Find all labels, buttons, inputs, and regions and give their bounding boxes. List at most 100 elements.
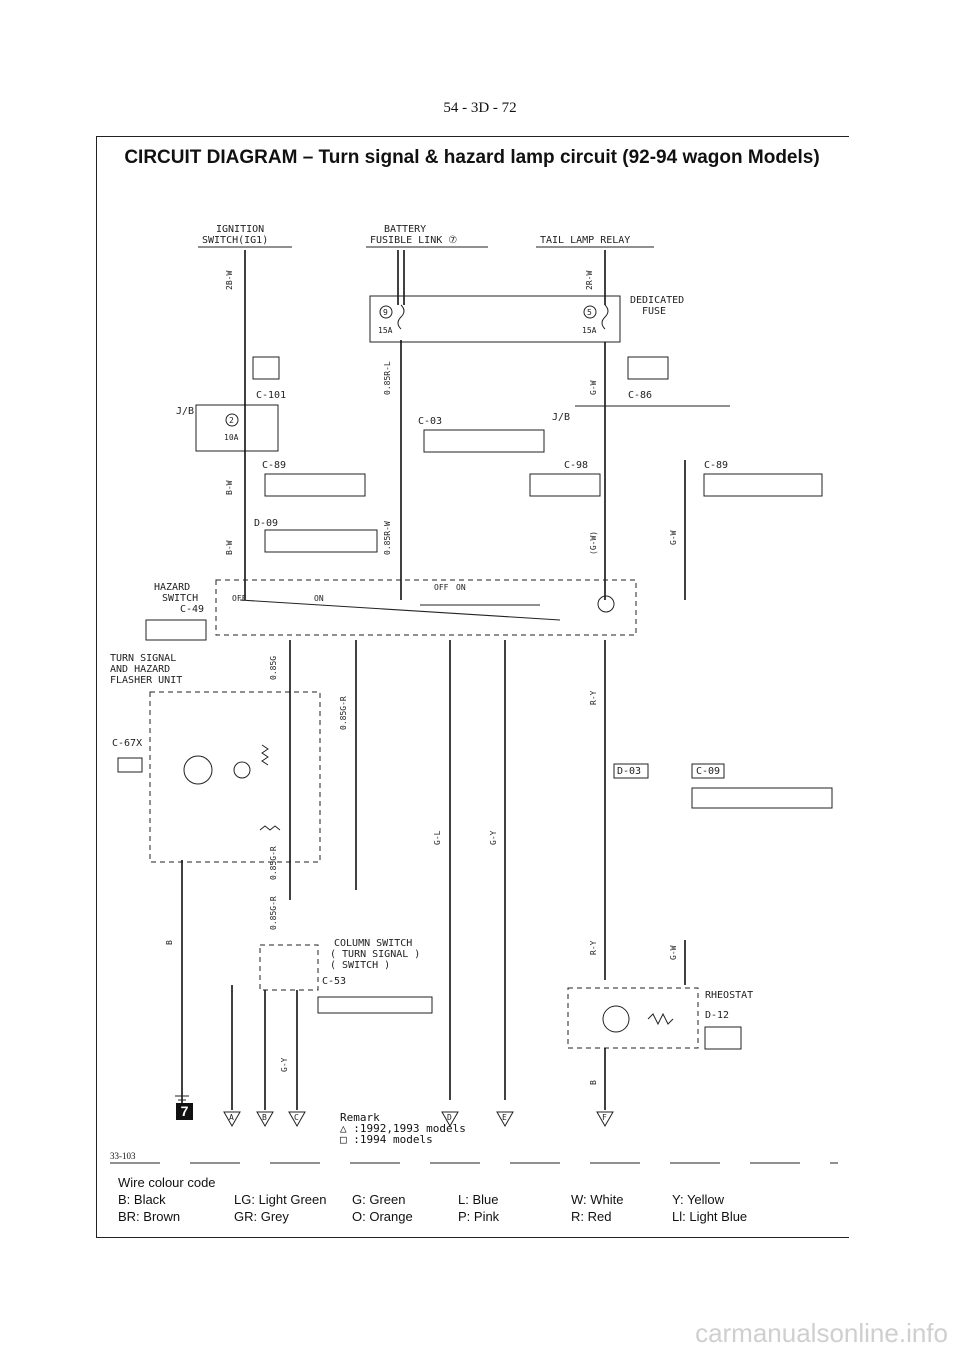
legend-entry: L: Blue bbox=[458, 1192, 499, 1207]
diagram-frame bbox=[96, 136, 849, 1238]
jb-right-label: J/B bbox=[552, 412, 570, 423]
ignition-label-line1: IGNITION bbox=[216, 224, 264, 235]
legend-entry: BR: Brown bbox=[118, 1209, 181, 1224]
fuse-9-rating: 15A bbox=[378, 326, 393, 335]
connector-c89-right: C-89 bbox=[704, 460, 728, 471]
terminal-b: B bbox=[256, 1111, 274, 1128]
terminal-c-label: C bbox=[294, 1113, 299, 1122]
hazard-switch-line1: HAZARD bbox=[154, 582, 190, 593]
terminal-f: F bbox=[596, 1111, 614, 1128]
connector-c53: C-53 bbox=[322, 976, 346, 987]
legend-grid: B: Black LG: Light Green G: Green L: Blu… bbox=[118, 1191, 838, 1225]
hazard-switch-line2: SWITCH bbox=[162, 593, 198, 604]
watermark: carmanualsonline.info bbox=[695, 1318, 948, 1348]
remark-line-2: □ :1994 models bbox=[340, 1133, 433, 1146]
battery-label-line1: BATTERY bbox=[384, 224, 426, 235]
wire-g-w-upper: G-W bbox=[589, 380, 598, 395]
remark-label: Remark bbox=[340, 1111, 380, 1124]
terminal-a: A bbox=[223, 1111, 241, 1128]
wire-0-85r-l: 0.85R-L bbox=[383, 361, 392, 395]
ignition-label-line2: SWITCH(IG1) bbox=[202, 235, 268, 246]
wire-g-w-paren: (G-W) bbox=[589, 531, 598, 555]
page-badge: 7 bbox=[176, 1103, 193, 1120]
legend-entry: Ll: Light Blue bbox=[672, 1209, 748, 1224]
flasher-line1: TURN SIGNAL bbox=[110, 653, 176, 664]
legend-entry: R: Red bbox=[571, 1209, 612, 1224]
rheostat-line1: RHEOSTAT bbox=[705, 990, 753, 1001]
connector-c86: C-86 bbox=[628, 390, 652, 401]
wire-g-y: G-Y bbox=[489, 830, 498, 845]
legend-entry: P: Pink bbox=[458, 1209, 500, 1224]
connector-d03: D-03 bbox=[617, 766, 641, 777]
legend-entry: O: Orange bbox=[352, 1209, 413, 1224]
rheostat-line2: D-12 bbox=[705, 1010, 729, 1021]
figure-code: 33-103 bbox=[110, 1151, 136, 1161]
svg-text:2: 2 bbox=[229, 416, 234, 425]
wire-b-right: B bbox=[589, 1080, 598, 1085]
wire-g-y-lower: G-Y bbox=[280, 1057, 289, 1072]
terminal-f-label: F bbox=[602, 1113, 607, 1122]
terminal-d: D bbox=[441, 1111, 459, 1128]
wire-2b-w: 2B-W bbox=[225, 271, 234, 290]
terminal-c: C bbox=[288, 1111, 306, 1128]
column-switch-line3: ( SWITCH ) bbox=[330, 960, 390, 971]
legend-title: Wire colour code bbox=[118, 1175, 216, 1190]
legend-entry: B: Black bbox=[118, 1192, 166, 1207]
ignition-switch-label: IGNITION SWITCH(IG1) bbox=[198, 224, 292, 248]
connector-c98: C-98 bbox=[564, 460, 588, 471]
wire-b-w-lower: B-W bbox=[225, 540, 234, 555]
wire-2r-w: 2R-W bbox=[585, 271, 594, 290]
remark-line-1: △ :1992,1993 models bbox=[340, 1122, 466, 1135]
connector-c89-left: C-89 bbox=[262, 460, 286, 471]
connector-d09: D-09 bbox=[254, 518, 278, 529]
wire-0-85g-r-a: 0.85G-R bbox=[269, 846, 278, 880]
wire-r-y-lower: R-Y bbox=[589, 940, 598, 955]
terminal-d-label: D bbox=[447, 1113, 452, 1122]
fuse-2-rating: 10A bbox=[224, 433, 239, 442]
wire-b-w-upper: B-W bbox=[225, 480, 234, 495]
wire-0-85g-r: 0.85G-R bbox=[339, 696, 348, 730]
terminal-b-label: B bbox=[262, 1113, 267, 1122]
connector-c03: C-03 bbox=[418, 416, 442, 427]
terminal-a-label: A bbox=[229, 1113, 234, 1122]
tail-lamp-relay-text: TAIL LAMP RELAY bbox=[540, 235, 630, 246]
legend-entry: Y: Yellow bbox=[672, 1192, 725, 1207]
wire-0-85r-w: 0.85R-W bbox=[383, 521, 392, 555]
wire-g-w-lower: G-W bbox=[669, 945, 678, 960]
switch-on-label-2: ON bbox=[456, 583, 466, 592]
legend-entry: GR: Grey bbox=[234, 1209, 289, 1224]
diagram-title: CIRCUIT DIAGRAM – Turn signal & hazard l… bbox=[124, 147, 820, 168]
switch-off-label: OFF bbox=[232, 594, 247, 603]
column-switch-line2: ( TURN SIGNAL ) bbox=[330, 949, 420, 960]
battery-label-line2: FUSIBLE LINK ⑦ bbox=[370, 235, 457, 246]
switch-off-label-2: OFF bbox=[434, 583, 449, 592]
wire-0-85g: 0.85G bbox=[269, 656, 278, 680]
battery-label: BATTERY FUSIBLE LINK ⑦ bbox=[366, 224, 488, 248]
terminal-e-label: E bbox=[502, 1113, 507, 1122]
wire-colour-legend: Wire colour code B: Black LG: Light Gree… bbox=[118, 1174, 838, 1225]
column-switch-line1: COLUMN SWITCH bbox=[334, 938, 412, 949]
page-number: 54 - 3D - 72 bbox=[443, 100, 517, 116]
legend-entry: W: White bbox=[571, 1192, 624, 1207]
fuse-5-rating: 15A bbox=[582, 326, 597, 335]
tail-lamp-relay-label: TAIL LAMP RELAY bbox=[536, 235, 654, 248]
connector-c09: C-09 bbox=[696, 766, 720, 777]
wire-g-w-right: G-W bbox=[669, 530, 678, 545]
flasher-line3: FLASHER UNIT bbox=[110, 675, 182, 686]
wire-r-y-upper: R-Y bbox=[589, 690, 598, 705]
wire-g-l: G-L bbox=[433, 830, 442, 845]
legend-entry: LG: Light Green bbox=[234, 1192, 327, 1207]
flasher-line2: AND HAZARD bbox=[110, 664, 170, 675]
ground-symbol bbox=[175, 1095, 189, 1101]
terminal-e: E bbox=[496, 1111, 514, 1128]
dedicated-fuse-line2: FUSE bbox=[642, 306, 666, 317]
hazard-switch-line3: C-49 bbox=[180, 604, 204, 615]
wire-0-85g-r-b: 0.85G-R bbox=[269, 896, 278, 930]
wire-b-left: B bbox=[165, 940, 174, 945]
legend-entry: G: Green bbox=[352, 1192, 406, 1207]
connector-c67x: C-67X bbox=[112, 738, 142, 749]
svg-text:5: 5 bbox=[587, 308, 592, 317]
jb-left-label: J/B bbox=[176, 406, 194, 417]
connector-c101: C-101 bbox=[256, 390, 286, 401]
